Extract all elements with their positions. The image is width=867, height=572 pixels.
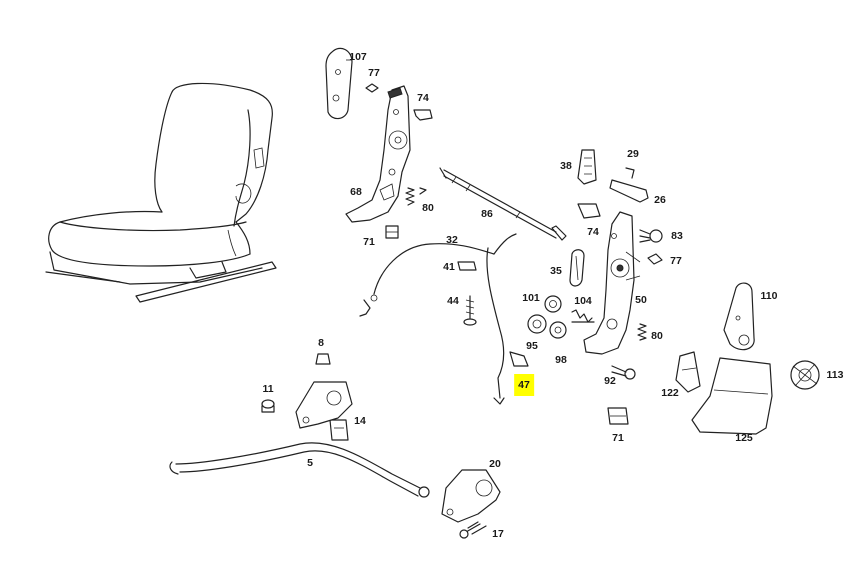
part-38-guide bbox=[577, 149, 597, 185]
part-11-bushing bbox=[261, 399, 275, 413]
callout-125: 125 bbox=[735, 432, 753, 444]
part-92-bolt bbox=[611, 365, 636, 380]
callout-98: 98 bbox=[555, 354, 567, 366]
callout-44: 44 bbox=[447, 295, 459, 307]
callout-47-highlighted: 47 bbox=[514, 374, 534, 396]
callout-29: 29 bbox=[627, 148, 639, 160]
callout-80-upper: 80 bbox=[422, 202, 434, 214]
seat-assembly bbox=[45, 82, 277, 303]
callout-92: 92 bbox=[604, 375, 616, 387]
callout-50: 50 bbox=[635, 294, 647, 306]
callout-110: 110 bbox=[760, 290, 778, 302]
part-44-bolt bbox=[463, 295, 477, 326]
callout-11: 11 bbox=[262, 383, 274, 395]
callout-8: 8 bbox=[318, 337, 324, 349]
callout-71-lower: 71 bbox=[612, 432, 624, 444]
front-bracket bbox=[295, 381, 353, 429]
part-110-cover bbox=[723, 282, 755, 351]
callout-41: 41 bbox=[443, 261, 455, 273]
part-113-knob bbox=[790, 360, 820, 390]
part-71-clip-lower bbox=[607, 407, 629, 425]
part-17-screw bbox=[459, 521, 487, 539]
part-68-side-plate bbox=[345, 85, 411, 223]
part-86-rod bbox=[439, 167, 567, 241]
part-32-cable bbox=[359, 233, 517, 317]
callout-122: 122 bbox=[661, 387, 679, 399]
callout-71-upper: 71 bbox=[363, 236, 375, 248]
callout-20: 20 bbox=[489, 458, 501, 470]
callout-83: 83 bbox=[671, 230, 683, 242]
part-77-clip-lower bbox=[647, 253, 663, 265]
part-80-spring-upper bbox=[405, 187, 427, 206]
part-47-cable bbox=[486, 247, 529, 405]
callout-26: 26 bbox=[654, 194, 666, 206]
callout-95: 95 bbox=[526, 340, 538, 352]
callout-74-lower: 74 bbox=[587, 226, 599, 238]
part-74-bracket-lower bbox=[577, 203, 601, 219]
part-107-cover bbox=[325, 47, 353, 120]
callout-101: 101 bbox=[522, 292, 540, 304]
callout-35: 35 bbox=[550, 265, 562, 277]
part-122-bracket bbox=[675, 351, 701, 393]
callout-86: 86 bbox=[481, 208, 493, 220]
callout-14: 14 bbox=[354, 415, 366, 427]
callout-104: 104 bbox=[574, 295, 592, 307]
part-26-lever bbox=[609, 167, 649, 203]
callout-80-lower: 80 bbox=[651, 330, 663, 342]
callout-68: 68 bbox=[350, 186, 362, 198]
callout-113: 113 bbox=[826, 369, 844, 381]
part-41-clip bbox=[457, 261, 477, 271]
part-50-side-plate bbox=[583, 211, 641, 355]
callout-38: 38 bbox=[560, 160, 572, 172]
part-74-bracket-upper bbox=[413, 109, 433, 121]
part-14-clip bbox=[329, 419, 349, 441]
part-80-spring-lower bbox=[637, 323, 647, 341]
part-125-trim-panel bbox=[691, 357, 773, 435]
part-77-clip-upper bbox=[365, 83, 379, 93]
part-35-slot-cover bbox=[569, 249, 585, 287]
part-83-screw bbox=[639, 229, 663, 243]
part-71-clip-upper bbox=[385, 225, 399, 239]
callout-107: 107 bbox=[349, 51, 367, 63]
callout-74-upper: 74 bbox=[417, 92, 429, 104]
part-20-bracket bbox=[441, 469, 501, 523]
callout-5: 5 bbox=[307, 457, 313, 469]
part-8-cap bbox=[315, 353, 331, 365]
callout-77-upper: 77 bbox=[368, 67, 380, 79]
part-5-lever-bar bbox=[169, 442, 430, 498]
callout-77-lower: 77 bbox=[670, 255, 682, 267]
parts-101-104-95-98 bbox=[527, 295, 595, 339]
callout-17: 17 bbox=[492, 528, 504, 540]
callout-32: 32 bbox=[446, 234, 458, 246]
